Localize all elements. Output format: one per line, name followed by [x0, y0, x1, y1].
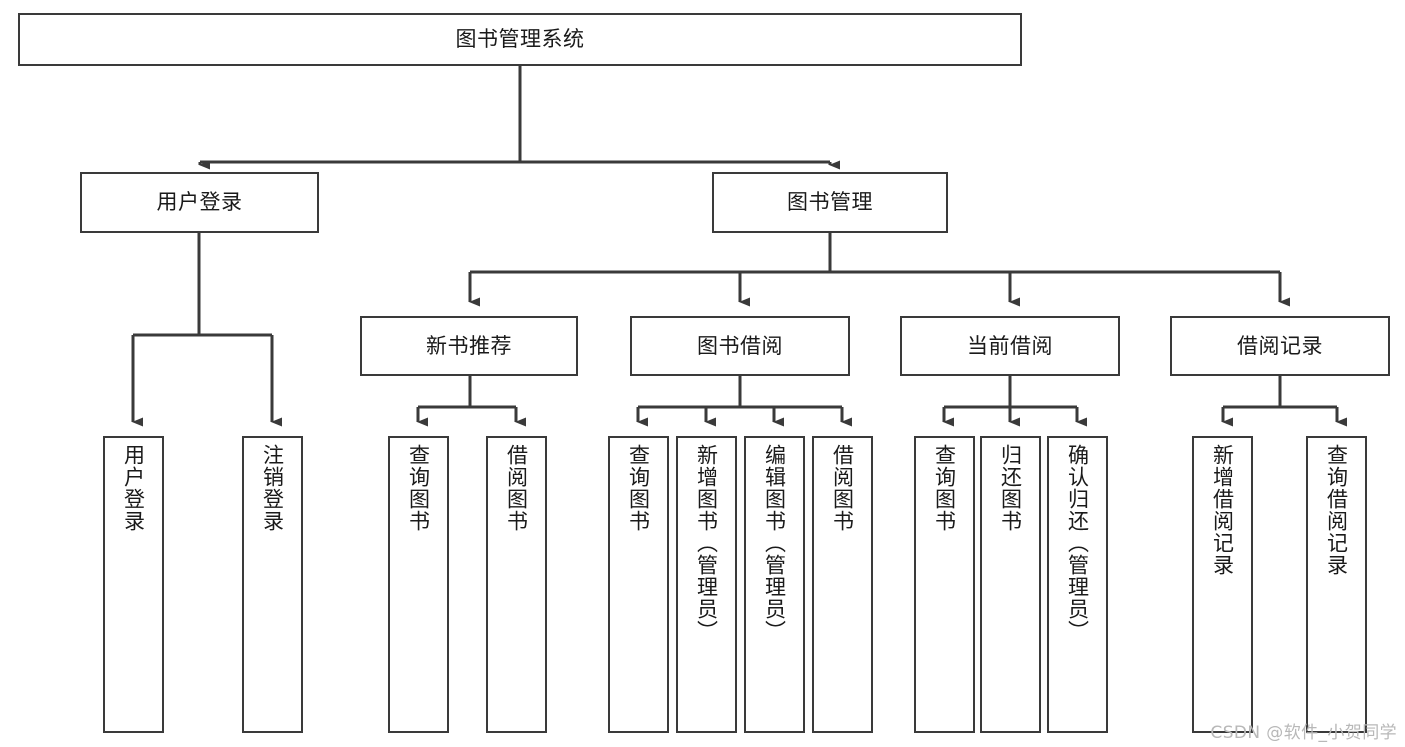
node-label: 图书借阅	[697, 333, 783, 358]
node-borrow-record[interactable]: 借阅记录	[1170, 316, 1390, 376]
node-label: 查询图书	[626, 444, 651, 532]
csdn-watermark: CSDN @软件_小贺同学	[1210, 723, 1397, 743]
node-label: 确认归还（管理员）	[1065, 444, 1090, 642]
node-label: 新增借阅记录	[1210, 444, 1235, 576]
node-label: 查询借阅记录	[1324, 444, 1349, 576]
node-label: 编辑图书（管理员）	[762, 444, 787, 642]
leaf-recommend-borrow-book[interactable]: 借阅图书	[486, 436, 547, 733]
leaf-user-login-logout[interactable]: 注销登录	[242, 436, 303, 733]
node-user-login[interactable]: 用户登录	[80, 172, 319, 233]
node-current-borrow[interactable]: 当前借阅	[900, 316, 1120, 376]
leaf-recommend-query-book[interactable]: 查询图书	[388, 436, 449, 733]
node-label: 图书管理系统	[455, 27, 585, 52]
leaf-user-login-login[interactable]: 用户登录	[103, 436, 164, 733]
leaf-current-query-book[interactable]: 查询图书	[914, 436, 975, 733]
node-book-management[interactable]: 图书管理	[712, 172, 948, 233]
leaf-borrow-add-book-admin[interactable]: 新增图书（管理员）	[676, 436, 737, 733]
node-label: 新书推荐	[426, 333, 512, 358]
node-book-borrow[interactable]: 图书借阅	[630, 316, 850, 376]
node-label: 归还图书	[998, 444, 1023, 532]
node-new-book-recommend[interactable]: 新书推荐	[360, 316, 578, 376]
node-label: 用户登录	[156, 190, 243, 215]
leaf-current-confirm-return-admin[interactable]: 确认归还（管理员）	[1047, 436, 1108, 733]
node-label: 借阅图书	[504, 444, 529, 532]
node-label: 借阅图书	[830, 444, 855, 532]
node-root-system[interactable]: 图书管理系统	[18, 13, 1022, 66]
leaf-record-add-record[interactable]: 新增借阅记录	[1192, 436, 1253, 733]
node-label: 查询图书	[932, 444, 957, 532]
node-label: 新增图书（管理员）	[694, 444, 719, 642]
leaf-borrow-borrow-book[interactable]: 借阅图书	[812, 436, 873, 733]
node-label: 图书管理	[787, 190, 873, 215]
leaf-borrow-query-book[interactable]: 查询图书	[608, 436, 669, 733]
leaf-current-return-book[interactable]: 归还图书	[980, 436, 1041, 733]
leaf-record-query-record[interactable]: 查询借阅记录	[1306, 436, 1367, 733]
node-label: 注销登录	[260, 444, 285, 532]
node-label: 用户登录	[121, 444, 146, 532]
leaf-borrow-edit-book-admin[interactable]: 编辑图书（管理员）	[744, 436, 805, 733]
node-label: 当前借阅	[967, 333, 1053, 358]
node-label: 借阅记录	[1237, 333, 1323, 358]
node-label: 查询图书	[406, 444, 431, 532]
